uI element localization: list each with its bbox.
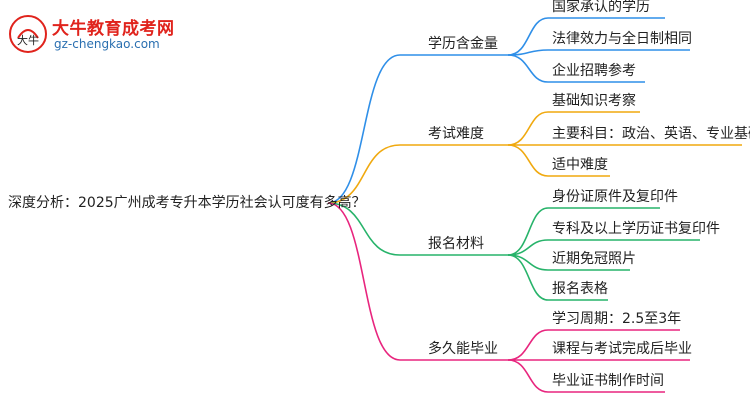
branch-connector [327, 54, 401, 204]
leaf-connector [507, 254, 549, 301]
branch-label: 多久能毕业 [428, 341, 498, 357]
leaf-label: 专科及以上学历证书复印件 [552, 221, 720, 237]
leaf-connector [507, 207, 549, 256]
leaf-connector [507, 254, 549, 271]
logo-title: 大牛教育成考网 [52, 19, 175, 39]
leaf-label: 身份证原件及复印件 [552, 189, 678, 205]
svg-text:大牛: 大牛 [17, 33, 39, 47]
leaf-connector [507, 54, 549, 83]
mindmap-root: 深度分析：2025广州成考专升本学历社会认可度有多高？ [8, 195, 366, 211]
leaf-label: 主要科目：政治、英语、专业基础 [552, 126, 750, 142]
leaf-label: 课程与考试完成后毕业 [552, 341, 692, 357]
leaf-label: 毕业证书制作时间 [552, 373, 664, 389]
leaf-connector [507, 329, 549, 361]
leaf-label: 适中难度 [552, 157, 608, 173]
leaf-connector [507, 49, 549, 56]
branch-connector [327, 202, 401, 256]
branch-connector [327, 144, 401, 204]
leaf-label: 学习周期：2.5至3年 [552, 311, 682, 327]
leaf-connector [507, 111, 549, 146]
logo-url: gz-chengkao.com [54, 37, 160, 51]
branch-label: 学历含金量 [428, 36, 498, 52]
logo-badge-icon: 大牛 [9, 15, 47, 53]
site-logo[interactable]: 大牛 大牛教育成考网 gz-chengkao.com [8, 10, 175, 60]
branch-label: 考试难度 [428, 126, 484, 142]
leaf-connector [507, 144, 549, 177]
leaf-label: 国家承认的学历 [552, 0, 650, 15]
leaf-label: 法律效力与全日制相同 [552, 31, 692, 47]
leaf-label: 近期免冠照片 [552, 251, 636, 267]
leaf-label: 基础知识考察 [552, 93, 636, 109]
leaf-label: 报名表格 [552, 281, 608, 297]
leaf-connector [507, 17, 549, 56]
leaf-label: 企业招聘参考 [552, 63, 636, 79]
leaf-connector [507, 359, 549, 393]
branch-label: 报名材料 [428, 236, 484, 252]
branch-connector [327, 202, 401, 361]
